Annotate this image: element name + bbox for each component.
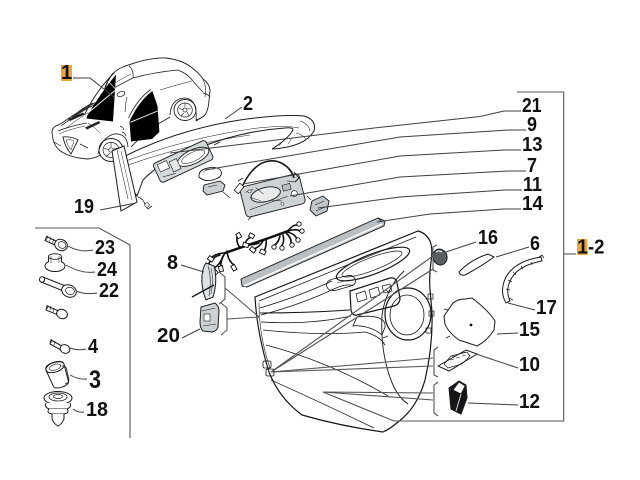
svg-text:20: 20 — [157, 325, 180, 347]
svg-text:3: 3 — [89, 366, 101, 394]
svg-text:4: 4 — [88, 336, 99, 358]
svg-text:6: 6 — [530, 233, 540, 255]
svg-text:18: 18 — [86, 399, 108, 421]
svg-text:17: 17 — [536, 297, 557, 319]
svg-text:15: 15 — [519, 319, 540, 341]
svg-text:2: 2 — [243, 93, 253, 115]
svg-text:12: 12 — [519, 391, 540, 413]
svg-text:8: 8 — [167, 252, 178, 274]
svg-text:1: 1 — [61, 62, 72, 84]
svg-text:1: 1 — [577, 237, 588, 259]
svg-text:11: 11 — [523, 174, 542, 196]
svg-text:19: 19 — [74, 196, 94, 218]
svg-text:13: 13 — [522, 134, 543, 156]
svg-text:7: 7 — [527, 155, 537, 177]
svg-text:16: 16 — [478, 227, 498, 249]
svg-text:21: 21 — [522, 95, 542, 117]
svg-text:14: 14 — [522, 193, 544, 215]
svg-text:9: 9 — [527, 114, 537, 136]
svg-text:-2: -2 — [588, 237, 605, 259]
svg-text:22: 22 — [99, 280, 119, 302]
svg-text:10: 10 — [519, 354, 540, 376]
svg-text:23: 23 — [95, 237, 115, 259]
svg-text:24: 24 — [97, 259, 118, 281]
